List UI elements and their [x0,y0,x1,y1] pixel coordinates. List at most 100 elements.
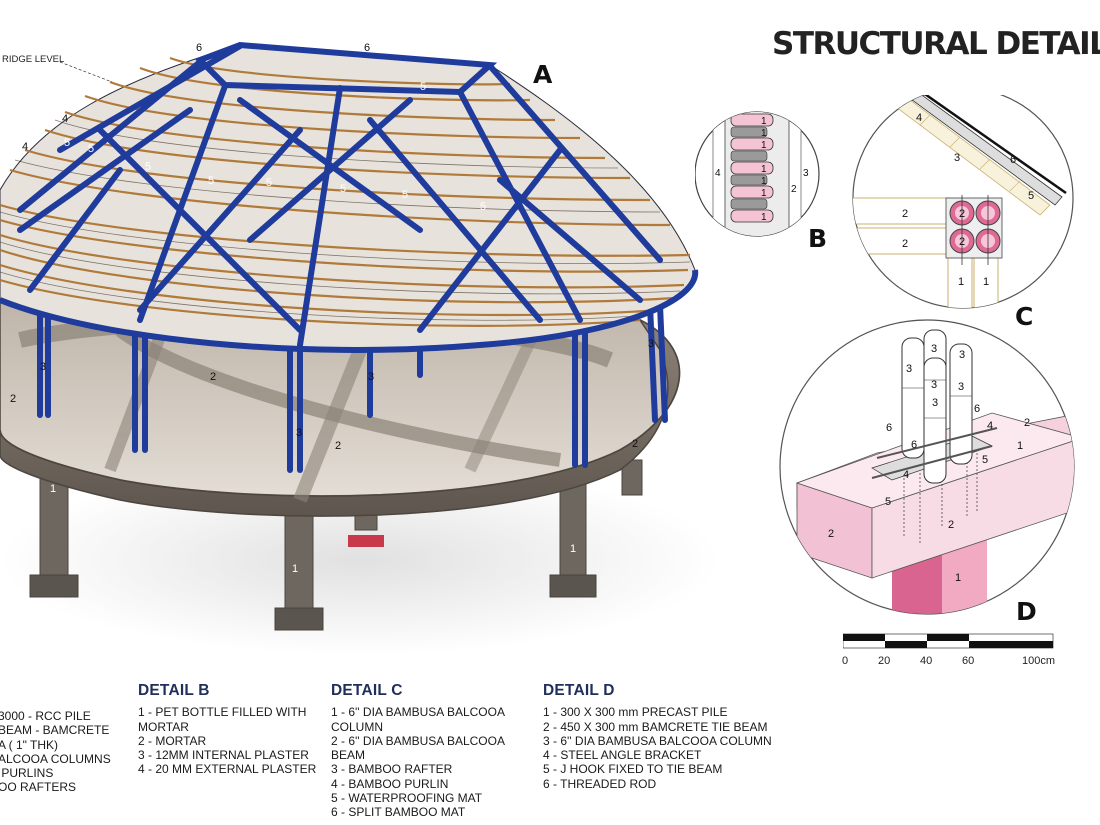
svg-text:1: 1 [292,563,298,575]
legend-a-item: BEAM - BAMCRETE [0,723,110,738]
svg-text:6: 6 [974,403,980,415]
svg-text:4: 4 [987,420,993,432]
legend-detail-a: 3000 - RCC PILE BEAM - BAMCRETE A ( 1" T… [0,709,111,795]
svg-text:5: 5 [982,454,988,466]
svg-text:1: 1 [570,543,576,555]
svg-text:4: 4 [916,112,922,124]
svg-text:6: 6 [886,422,892,434]
scale-label-0: 0 [842,655,849,667]
svg-text:4: 4 [62,113,68,125]
svg-text:6: 6 [196,42,202,54]
svg-text:3: 3 [954,152,960,164]
svg-text:6: 6 [911,439,917,451]
legend-d-item: 3 - 6'' DIA BAMBUSA BALCOOA COLUMN [543,733,772,748]
legend-d-item: 6 - THREADED ROD [543,776,657,791]
roof-structure-model: RIDGE LEVEL 6 6 4 4 5 5 5 5 5 5 5 5 5 3 … [0,41,720,655]
legend-a-item: ALCOOA COLUMNS [0,751,111,766]
legend-b-item: 4 - 20 MM EXTERNAL PLASTER [138,762,317,777]
legend-b-item: 2 - MORTAR [138,733,207,748]
legend-c-item: 1 - 6'' DIA BAMBUSA BALCOOA [331,705,505,720]
legend-a-item: 3000 - RCC PILE [0,709,91,723]
legend-d-item: 2 - 450 X 300 mm BAMCRETE TIE BEAM [543,719,768,734]
detail-d-drawing: 3 3 3 3 3 3 6 6 6 4 4 5 5 2 2 2 1 1 [779,319,1075,615]
legend-c-item: 6 - SPLIT BAMBOO MAT [331,805,466,820]
legend-a-item: OO RAFTERS [0,780,77,795]
detail-label-c: C [1015,302,1034,331]
svg-text:3: 3 [296,427,302,439]
svg-text:2: 2 [902,238,908,250]
svg-text:3: 3 [40,361,46,373]
svg-text:6: 6 [1010,154,1016,166]
scale-label-40: 40 [920,655,933,667]
svg-text:2: 2 [1024,417,1030,429]
legend-c-item: 5 - WATERPROOFING MAT [331,791,483,806]
svg-text:5: 5 [480,201,486,213]
legend-c-heading: DETAIL C [331,682,403,699]
legend-b-item: MORTAR [138,719,189,734]
svg-text:1: 1 [955,572,961,584]
legend-detail-c: DETAIL C 1 - 6'' DIA BAMBUSA BALCOOA COL… [331,682,505,820]
svg-text:5: 5 [64,137,70,149]
detail-label-d: D [1016,597,1037,626]
svg-text:3: 3 [931,379,937,391]
svg-text:5: 5 [402,189,408,201]
svg-text:2: 2 [828,528,834,540]
scale-label-20: 20 [878,655,891,667]
legend-c-item: 3 - BAMBOO RAFTER [331,762,453,777]
svg-text:1: 1 [50,483,56,495]
scale-label-60: 60 [962,655,975,667]
legend-detail-d: DETAIL D 1 - 300 X 300 mm PRECAST PILE 2… [543,682,772,791]
detail-c-drawing: 4 3 6 5 2 2 2 2 1 1 [852,95,1074,309]
svg-text:4: 4 [22,141,28,153]
svg-text:5: 5 [208,175,214,187]
svg-text:2: 2 [632,438,638,450]
legend-c-item: BEAM [331,748,366,763]
svg-text:2: 2 [959,208,965,220]
svg-text:3: 3 [958,381,964,393]
svg-text:3: 3 [931,343,937,355]
svg-text:1: 1 [761,140,767,151]
svg-text:1: 1 [761,212,767,223]
legend-b-item: 1 - PET BOTTLE FILLED WITH [138,705,307,720]
legend-c-item: 2 - 6'' DIA BAMBUSA BALCOOA [331,733,505,748]
detail-label-b: B [808,224,828,253]
roof-frame [0,41,699,353]
legend-detail-b: DETAIL B 1 - PET BOTTLE FILLED WITH MORT… [138,682,317,777]
detail-b-drawing: 1 1 1 1 1 1 1 4 3 2 [695,111,820,237]
scale-label-100cm: 100cm [1022,655,1056,667]
detail-label-a: A [533,60,553,89]
page-title: STRUCTURAL DETAILS [772,26,1100,62]
svg-text:2: 2 [210,371,216,383]
legend-d-heading: DETAIL D [543,682,615,699]
svg-text:3: 3 [648,338,654,350]
svg-text:5: 5 [420,81,426,93]
svg-text:6: 6 [364,42,370,54]
svg-text:5: 5 [88,143,94,155]
legend-c-item: 4 - BAMBOO PURLIN [331,776,449,791]
svg-text:5: 5 [266,177,272,189]
model-callouts: 6 6 4 4 5 5 5 5 5 5 5 5 5 3 3 3 3 2 2 2 … [10,42,654,575]
legend-b-item: 3 - 12MM INTERNAL PLASTER [138,748,309,763]
svg-text:3: 3 [906,363,912,375]
svg-text:1: 1 [761,164,767,175]
svg-text:5: 5 [1028,190,1034,202]
legend-b-heading: DETAIL B [138,682,210,699]
svg-text:3: 3 [803,168,809,179]
svg-text:2: 2 [902,208,908,220]
legend-a-item: A ( 1" THK) [0,737,59,752]
legend-c-item: COLUMN [331,719,384,734]
svg-text:3: 3 [959,349,965,361]
svg-text:2: 2 [791,184,797,195]
svg-text:1: 1 [761,116,767,127]
legend-d-item: 1 - 300 X 300 mm PRECAST PILE [543,705,728,720]
svg-text:2: 2 [335,440,341,452]
svg-text:5: 5 [145,161,151,173]
svg-text:1: 1 [983,276,989,288]
svg-text:3: 3 [368,371,374,383]
svg-text:4: 4 [715,168,721,179]
scale-bar [843,633,1054,649]
ridge-level-label: RIDGE LEVEL [2,54,64,65]
svg-text:4: 4 [903,469,909,481]
svg-text:5: 5 [340,183,346,195]
svg-text:1: 1 [1017,440,1023,452]
